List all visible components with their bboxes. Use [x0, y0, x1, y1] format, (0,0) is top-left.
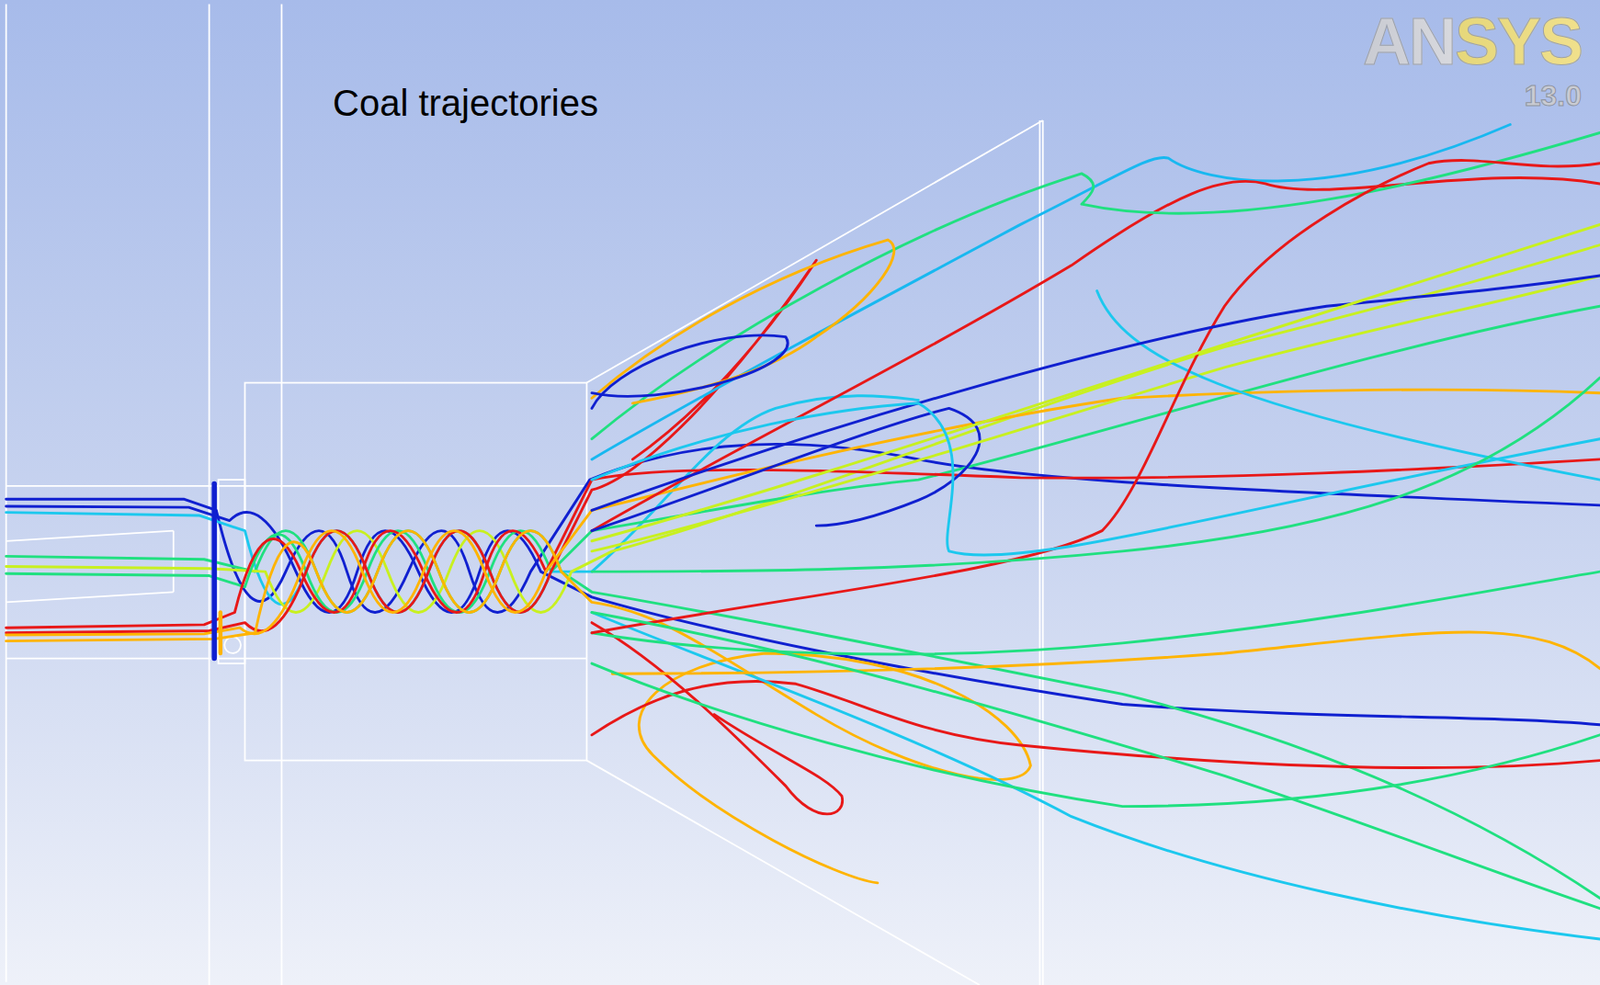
software-watermark: ANSYS [1362, 3, 1582, 80]
plot-title: Coal trajectories [332, 82, 599, 125]
version-number: 13.0 [1524, 79, 1582, 114]
coal-trajectories [6, 124, 1600, 940]
geometry-outline [6, 3, 1044, 985]
